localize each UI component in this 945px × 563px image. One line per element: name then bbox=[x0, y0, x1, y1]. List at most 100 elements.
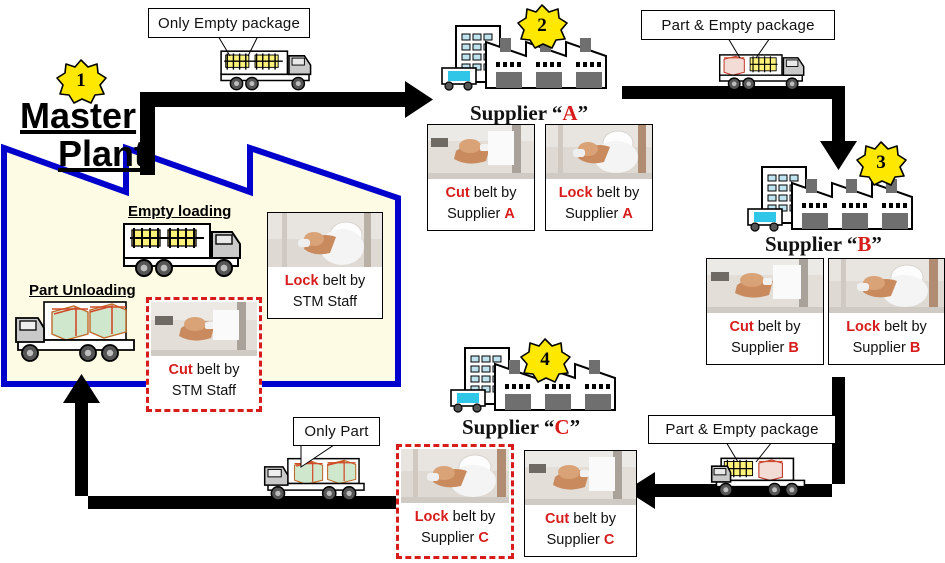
card-cut-belt-supplier-c-caption: Cut belt by Supplier C bbox=[525, 505, 636, 556]
card-actor-key: C bbox=[603, 532, 615, 549]
step-badge-1: 1 bbox=[55, 58, 107, 104]
card-actor-key: B bbox=[788, 340, 799, 357]
supplier-title-suffix: ” bbox=[569, 415, 581, 439]
callout-part-empty-package-top: Part & Empty package bbox=[641, 10, 835, 40]
card-action-suffix: belt by bbox=[753, 319, 801, 335]
card-action-suffix: belt by bbox=[192, 362, 240, 378]
lock-belt-photo bbox=[401, 449, 509, 503]
empty-loading-label: Empty loading bbox=[128, 203, 232, 220]
supplier-title-prefix: Supplier “ bbox=[462, 415, 555, 439]
card-actor: Supplier bbox=[852, 340, 910, 357]
leader-line-top-right bbox=[727, 38, 771, 59]
supplier-title-suffix: ” bbox=[871, 232, 882, 256]
card-lock-belt-supplier-a[interactable]: Lock belt by Supplier A bbox=[545, 124, 653, 232]
card-action: Lock bbox=[414, 509, 449, 525]
card-lock-belt-supplier-b[interactable]: Lock belt by Supplier B bbox=[828, 258, 945, 366]
truck-part-icon bbox=[263, 457, 365, 501]
card-action: Cut bbox=[729, 319, 754, 335]
flow-arrow-master-to-a bbox=[140, 81, 433, 175]
card-lock-belt-supplier-c-caption: Lock belt by Supplier C bbox=[401, 503, 509, 554]
supplier-title-letter: A bbox=[562, 101, 578, 125]
supplier-title-letter: C bbox=[554, 415, 570, 439]
card-action-suffix: belt by bbox=[448, 509, 496, 525]
factory-icon bbox=[747, 166, 913, 232]
card-action-suffix: belt by bbox=[569, 511, 616, 527]
leader-line-bottom-right bbox=[725, 442, 773, 463]
truck-mixed-load-icon bbox=[710, 457, 806, 497]
card-action: Lock bbox=[846, 319, 881, 335]
card-action: Lock bbox=[284, 273, 319, 289]
card-actor-key: B bbox=[909, 340, 921, 357]
truck-mixed-load-icon bbox=[718, 54, 805, 91]
master-plant-title-line2: Plant bbox=[58, 133, 147, 174]
card-lock-belt-supplier-c[interactable]: Lock belt by Supplier C bbox=[396, 444, 514, 560]
card-lock-belt-stm-caption: Lock belt by STM Staff bbox=[268, 267, 382, 318]
card-actor: Supplier bbox=[565, 206, 623, 223]
step-badge-2-number: 2 bbox=[537, 15, 547, 36]
factory-icon bbox=[450, 347, 616, 413]
card-lock-belt-stm[interactable]: Lock belt by STM Staff bbox=[267, 212, 383, 320]
cut-belt-photo bbox=[151, 302, 257, 356]
step-badge-4-number: 4 bbox=[540, 349, 550, 370]
card-cut-belt-supplier-a[interactable]: Cut belt by Supplier A bbox=[427, 124, 535, 232]
truck-empty-package-icon bbox=[220, 50, 312, 91]
supplier-a-title: Supplier “A” bbox=[470, 101, 588, 126]
card-actor-key: C bbox=[478, 530, 489, 547]
card-action: Cut bbox=[445, 185, 470, 201]
star-badge-icon bbox=[56, 59, 107, 104]
card-action-suffix: belt by bbox=[469, 185, 517, 201]
supplier-title-suffix: ” bbox=[577, 101, 589, 125]
flow-arrow-a-to-b bbox=[622, 86, 857, 170]
cut-belt-photo bbox=[525, 451, 636, 505]
supplier-title-prefix: Supplier “ bbox=[470, 101, 563, 125]
card-action: Cut bbox=[168, 362, 193, 378]
cut-belt-photo bbox=[707, 259, 823, 313]
card-action-suffix: belt by bbox=[592, 185, 640, 201]
callout-only-empty-package: Only Empty package bbox=[148, 8, 310, 38]
cut-belt-photo bbox=[428, 125, 534, 179]
lock-belt-photo bbox=[546, 125, 652, 179]
card-actor: Supplier bbox=[731, 340, 789, 357]
step-badge-2: 2 bbox=[516, 3, 568, 49]
card-actor-key: A bbox=[504, 206, 515, 223]
factory-icon bbox=[441, 25, 607, 91]
star-badge-icon bbox=[517, 4, 568, 49]
card-cut-belt-stm[interactable]: Cut belt by STM Staff bbox=[146, 297, 262, 413]
card-actor: STM Staff bbox=[292, 294, 358, 311]
card-cut-belt-stm-caption: Cut belt by STM Staff bbox=[151, 356, 257, 407]
card-cut-belt-supplier-c[interactable]: Cut belt by Supplier C bbox=[524, 450, 637, 558]
leader-line-top-left bbox=[217, 36, 259, 57]
card-action: Lock bbox=[558, 185, 593, 201]
callout-only-part: Only Part bbox=[293, 417, 380, 446]
truck-empty-package-icon bbox=[123, 223, 241, 277]
step-badge-4: 4 bbox=[519, 337, 571, 383]
card-lock-belt-supplier-b-caption: Lock belt by Supplier B bbox=[829, 313, 944, 364]
card-action: Cut bbox=[545, 511, 570, 527]
star-badge-icon bbox=[520, 338, 571, 383]
card-action-suffix: belt by bbox=[318, 273, 366, 289]
supplier-title-prefix: Supplier “ bbox=[765, 232, 858, 256]
truck-part-icon bbox=[15, 301, 135, 362]
callout-part-empty-package-bottom: Part & Empty package bbox=[648, 415, 836, 444]
step-badge-3: 3 bbox=[855, 140, 907, 186]
step-badge-1-number: 1 bbox=[76, 70, 86, 91]
card-actor-key: A bbox=[622, 206, 633, 223]
card-cut-belt-supplier-a-caption: Cut belt by Supplier A bbox=[428, 179, 534, 230]
supplier-c-title: Supplier “C” bbox=[462, 415, 580, 440]
card-cut-belt-supplier-b-caption: Cut belt by Supplier B bbox=[707, 313, 823, 364]
star-badge-icon bbox=[856, 141, 907, 186]
supplier-b-title: Supplier “B” bbox=[765, 232, 882, 257]
card-action-suffix: belt by bbox=[880, 319, 927, 335]
supplier-title-letter: B bbox=[857, 232, 872, 256]
speech-tail-only-part bbox=[300, 443, 338, 468]
part-unloading-label: Part Unloading bbox=[29, 282, 136, 299]
card-actor: STM Staff bbox=[171, 383, 237, 400]
lock-belt-photo bbox=[829, 259, 944, 313]
card-actor: Supplier bbox=[421, 530, 479, 547]
card-lock-belt-supplier-a-caption: Lock belt by Supplier A bbox=[546, 179, 652, 230]
step-badge-3-number: 3 bbox=[876, 152, 886, 173]
flow-arrow-b-to-c bbox=[626, 377, 845, 509]
card-cut-belt-supplier-b[interactable]: Cut belt by Supplier B bbox=[706, 258, 824, 366]
